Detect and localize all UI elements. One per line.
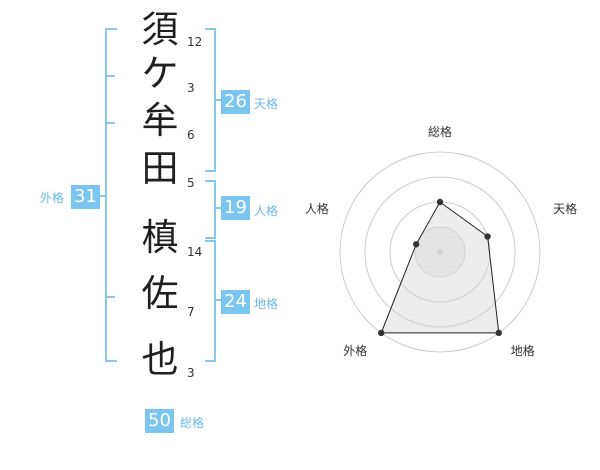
gaikaku-divider-1	[105, 75, 115, 77]
stroke-count-3: 6	[187, 128, 195, 142]
radar-ring-3	[364, 176, 516, 328]
radar-point-2	[484, 233, 491, 240]
radar-axis-label-4: 外格	[343, 343, 367, 358]
gaikaku-divider-3	[105, 296, 115, 298]
name-char-7: 也	[141, 338, 179, 381]
radar-center	[437, 249, 443, 255]
radar-axis-label-5: 人格	[305, 201, 329, 216]
tenkaku-connector	[214, 99, 222, 101]
soukaku-label: 総格	[180, 416, 205, 430]
gaikaku-value-badge: 31	[71, 185, 100, 209]
stroke-count-5: 14	[187, 245, 203, 259]
chikaku-value-badge: 24	[221, 290, 250, 314]
name-char-2: ケ	[141, 52, 179, 95]
name-char-5: 槙	[141, 216, 179, 259]
radar-axis-label-2: 天格	[553, 201, 577, 216]
stroke-count-1: 12	[187, 35, 203, 49]
jinkaku-label: 人格	[254, 204, 279, 218]
chikaku-label: 地格	[254, 297, 279, 311]
radar-polygon	[380, 201, 500, 334]
gaikaku-divider-2	[105, 122, 115, 124]
radar-point-4	[378, 329, 385, 337]
tenkaku-label: 天格	[254, 97, 279, 111]
tenkaku-value-badge: 26	[221, 90, 250, 114]
radar-point-5	[413, 241, 420, 248]
jinkaku-bracket	[205, 180, 216, 239]
gaikaku-connector	[99, 195, 107, 197]
radar-ring-4	[339, 151, 541, 353]
jinkaku-connector	[214, 207, 222, 209]
radar-point-1	[436, 198, 444, 206]
stroke-count-2: 3	[187, 81, 195, 95]
name-char-6: 佐	[141, 272, 179, 315]
name-char-3: 牟	[141, 99, 179, 142]
chikaku-bracket	[205, 240, 216, 362]
radar-axis-label-3: 地格	[511, 343, 535, 358]
gaikaku-label: 外格	[40, 191, 65, 205]
radar-axis-label-1: 総格	[428, 124, 452, 139]
name-char-1: 須	[141, 8, 179, 51]
name-char-4: 田	[141, 147, 179, 190]
stroke-count-6: 7	[187, 305, 195, 319]
soukaku-value-badge: 50	[145, 409, 174, 433]
chikaku-connector	[214, 299, 222, 301]
stroke-count-7: 3	[187, 366, 195, 380]
jinkaku-value-badge: 19	[221, 196, 250, 220]
stroke-count-4: 5	[187, 176, 195, 190]
radar-point-3	[495, 329, 502, 337]
